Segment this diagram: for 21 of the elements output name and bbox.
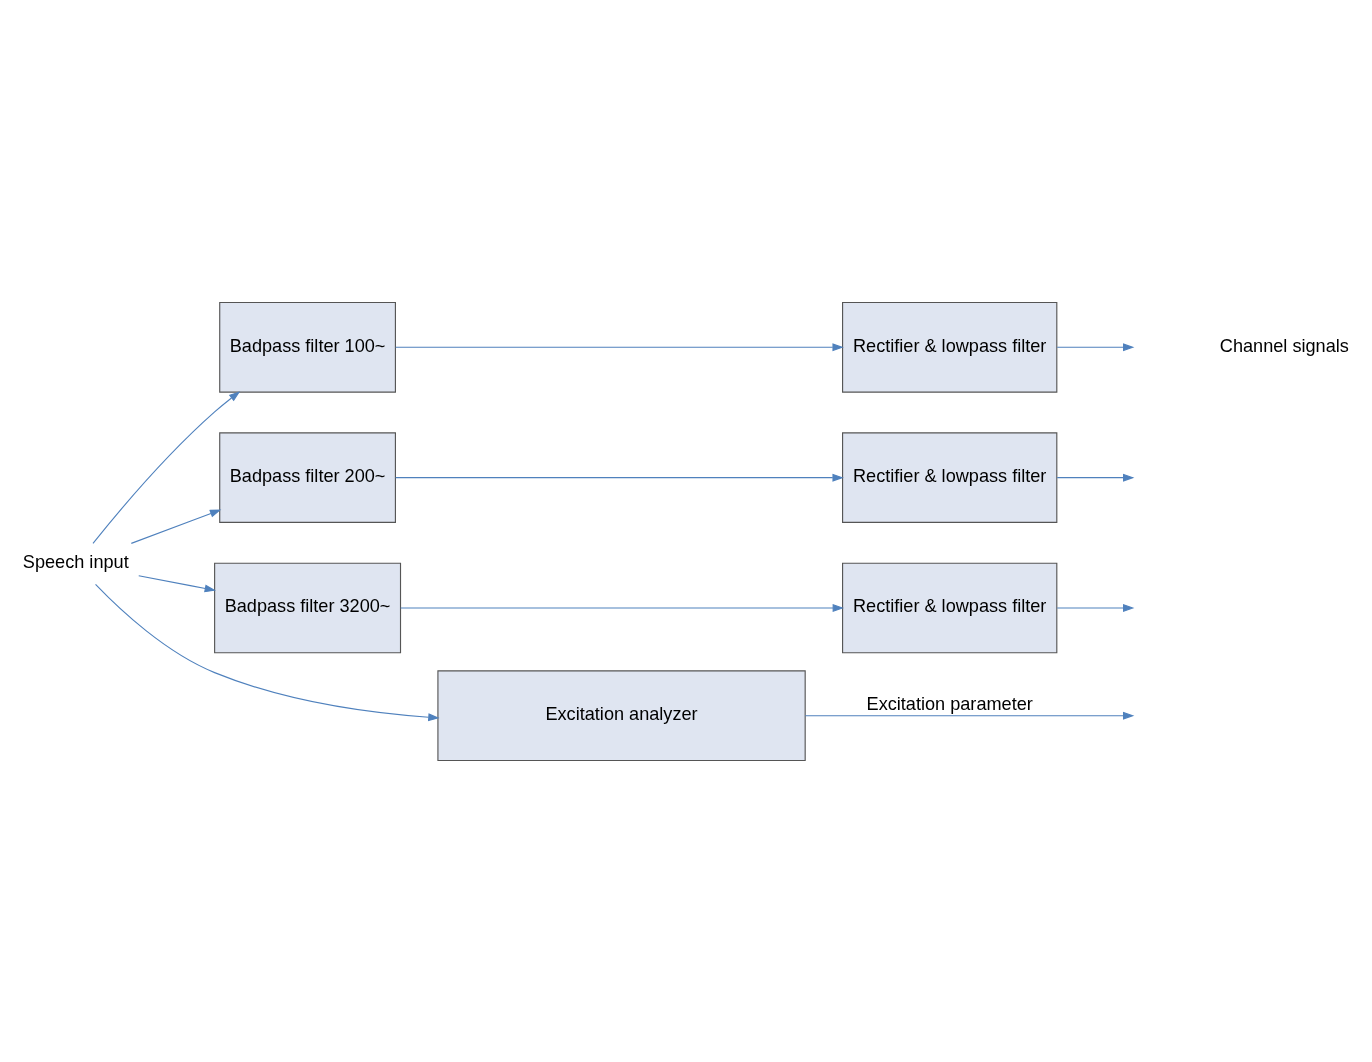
- node-text: Speech input: [22, 551, 129, 572]
- arrow: [395, 342, 844, 351]
- label: Channel signals: [1219, 335, 1349, 356]
- arrow: [395, 473, 844, 482]
- node-box: Rectifier & lowpass filter: [842, 431, 1058, 523]
- node-box: Excitation analyzer: [437, 669, 806, 761]
- arrow: [1056, 342, 1135, 351]
- node-box: Badpass filter 100~: [219, 301, 396, 393]
- node-box: Rectifier & lowpass filter: [842, 301, 1058, 393]
- node-box: Badpass filter 200~: [219, 431, 396, 523]
- arrow: [130, 509, 222, 544]
- arrow: [1056, 603, 1135, 612]
- edge-label: Excitation parameter: [866, 693, 1033, 714]
- node-box: Badpass filter 3200~: [214, 562, 402, 653]
- arrow: [1056, 473, 1135, 482]
- arrow: [804, 711, 1135, 720]
- node-box: Rectifier & lowpass filter: [842, 562, 1058, 653]
- arrow: [92, 390, 241, 544]
- arrow: [95, 583, 440, 721]
- arrow: [400, 603, 844, 612]
- arrow: [138, 574, 216, 592]
